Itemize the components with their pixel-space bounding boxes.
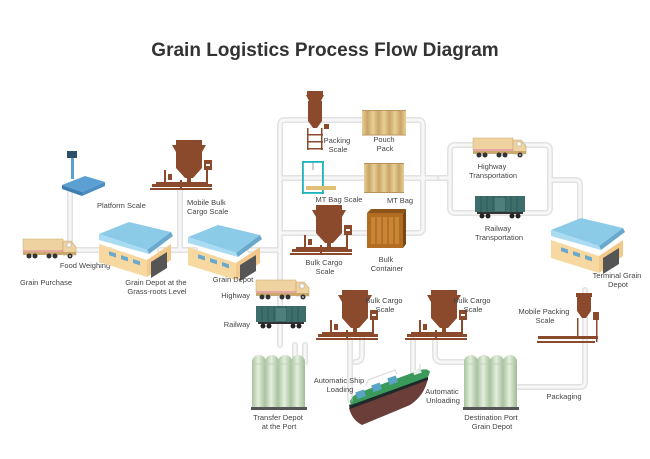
- pipe: [437, 142, 583, 228]
- pipe: [247, 117, 443, 348]
- node-pouch-pack: Pouch Pack: [361, 109, 407, 153]
- label-transfer-depot-port: Transfer Depot at the Port: [253, 413, 305, 431]
- node-automatic-ship-loading: Automatic Ship Loading: [314, 364, 430, 425]
- label-packaging: Packaging: [546, 392, 581, 401]
- node-bulk-cargo-scale-2: Bulk Cargo Scale: [316, 290, 404, 340]
- label-bulk-container: Bulk Container: [371, 255, 404, 273]
- node-highway-transportation: Highway Transportation: [469, 137, 527, 180]
- label-automatic-ship-loading: Automatic Ship Loading: [314, 376, 367, 394]
- diagram-title: Grain Logistics Process Flow Diagram: [151, 40, 499, 61]
- warehouse-icon: [551, 218, 625, 274]
- node-railway-transportation: Railway Transportation: [474, 195, 526, 242]
- truck-icon: [255, 279, 310, 300]
- node-packing-scale: Packing Scale: [306, 91, 353, 154]
- flow-pipes: [67, 117, 588, 403]
- label-mt-bag: MT Bag: [387, 196, 413, 205]
- node-mobile-bulk-cargo-scale: Mobile Bulk Cargo Scale: [150, 140, 228, 216]
- node-grain-depot-grassroots: Grain Depot at the Grass-roots Level: [99, 222, 188, 296]
- node-highway: Highway: [221, 279, 310, 300]
- bulk-scale-icon: [537, 293, 599, 343]
- truck-icon: [472, 137, 527, 158]
- ship-icon: [349, 364, 430, 425]
- bulk-scale-icon: [150, 140, 212, 190]
- mt-bag-scale-icon: [302, 161, 336, 194]
- node-grain-depot: Grain Depot: [188, 225, 262, 284]
- label-bulk-cargo-scale-3: Bulk Cargo Scale: [453, 296, 492, 314]
- node-mobile-packing-scale: Mobile Packing Scale: [519, 293, 599, 343]
- node-bulk-container: Bulk Container: [367, 209, 406, 273]
- silo-icon: [462, 354, 520, 411]
- label-bulk-cargo-scale-2: Bulk Cargo Scale: [365, 296, 404, 314]
- bag-icon: [361, 109, 407, 137]
- label-pouch-pack: Pouch Pack: [373, 135, 396, 153]
- label-railway: Railway: [224, 320, 251, 329]
- label-mobile-packing-scale: Mobile Packing Scale: [519, 307, 572, 325]
- label-platform-scale: Platform Scale: [97, 201, 146, 210]
- node-platform-scale: Platform Scale: [62, 151, 146, 210]
- label-highway-transportation: Highway Transportation: [469, 162, 517, 180]
- label-mobile-bulk-cargo-scale: Mobile Bulk Cargo Scale: [187, 198, 228, 216]
- label-highway: Highway: [221, 291, 250, 300]
- node-mt-bag-scale: MT Bag Scale: [302, 161, 362, 204]
- label-bulk-cargo-scale-1: Bulk Cargo Scale: [305, 258, 344, 276]
- label-packing-scale: Packing Scale: [324, 136, 353, 154]
- packing-scale-icon: [306, 91, 329, 150]
- node-grain-purchase: Grain Purchase: [20, 238, 77, 287]
- silo-icon: [250, 354, 308, 411]
- node-destination-port-grain-depot: Destination Port Grain Depot: [462, 354, 520, 431]
- node-bulk-cargo-scale-1: Bulk Cargo Scale: [290, 205, 352, 276]
- crate-icon: [367, 209, 406, 248]
- label-grain-depot-grassroots: Grain Depot at the Grass-roots Level: [125, 278, 188, 296]
- platform-scale-icon: [62, 151, 105, 196]
- label-automatic-unloading: Automatic Unloading: [425, 387, 460, 405]
- label-grain-depot: Grain Depot: [213, 275, 254, 284]
- label-terminal-grain-depot: Terminal Grain Depot: [593, 271, 644, 289]
- truck-icon: [22, 238, 77, 259]
- node-terminal-grain-depot: Terminal Grain Depot: [551, 218, 644, 289]
- bag-icon: [363, 162, 405, 194]
- label-railway-transportation: Railway Transportation: [475, 224, 523, 242]
- label-grain-purchase: Grain Purchase: [20, 278, 72, 287]
- label-destination-port-grain-depot: Destination Port Grain Depot: [464, 413, 519, 431]
- node-mt-bag: MT Bag: [363, 162, 413, 205]
- label-food-weighing: Food Weighing: [60, 261, 110, 270]
- label-mt-bag-scale: MT Bag Scale: [316, 195, 363, 204]
- node-transfer-depot-port: Transfer Depot at the Port: [250, 354, 308, 431]
- node-railway: Railway: [224, 305, 307, 329]
- node-bulk-cargo-scale-3: Bulk Cargo Scale: [405, 290, 492, 340]
